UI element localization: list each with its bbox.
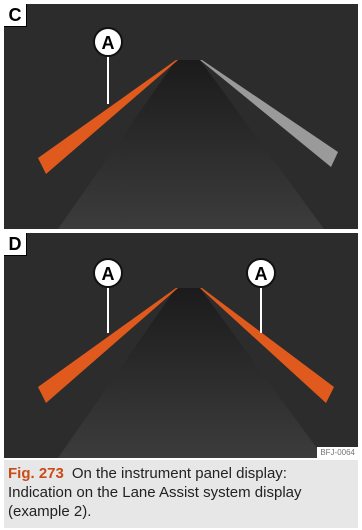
caption-text: On the instrument panel display: Indicat… [8, 465, 302, 520]
callout-a-label: A [102, 33, 115, 53]
callout-a-right-circle [246, 258, 276, 288]
figure-number: Fig. 273 [8, 465, 64, 482]
road-illustration-c: A [4, 4, 358, 229]
callout-a-left-circle [93, 258, 123, 288]
left-lane-marking-active [38, 60, 178, 174]
callout-a-right-label: A [255, 264, 268, 284]
panel-letter-c: C [4, 4, 27, 27]
callout-a-left-label: A [102, 264, 115, 284]
panel-letter-d: D [4, 233, 27, 256]
figure-panel-c: A C [4, 4, 358, 229]
figure-panel-d: A A D BFJ-0064 [4, 233, 358, 458]
right-lane-marking-inactive [200, 60, 338, 167]
caption-background [4, 460, 358, 528]
image-code: BFJ-0064 [317, 447, 358, 458]
callout-a-circle [93, 27, 123, 57]
right-lane-marking-active [200, 288, 334, 403]
left-lane-marking-active [38, 288, 178, 403]
road-illustration-d: A A [4, 233, 358, 458]
